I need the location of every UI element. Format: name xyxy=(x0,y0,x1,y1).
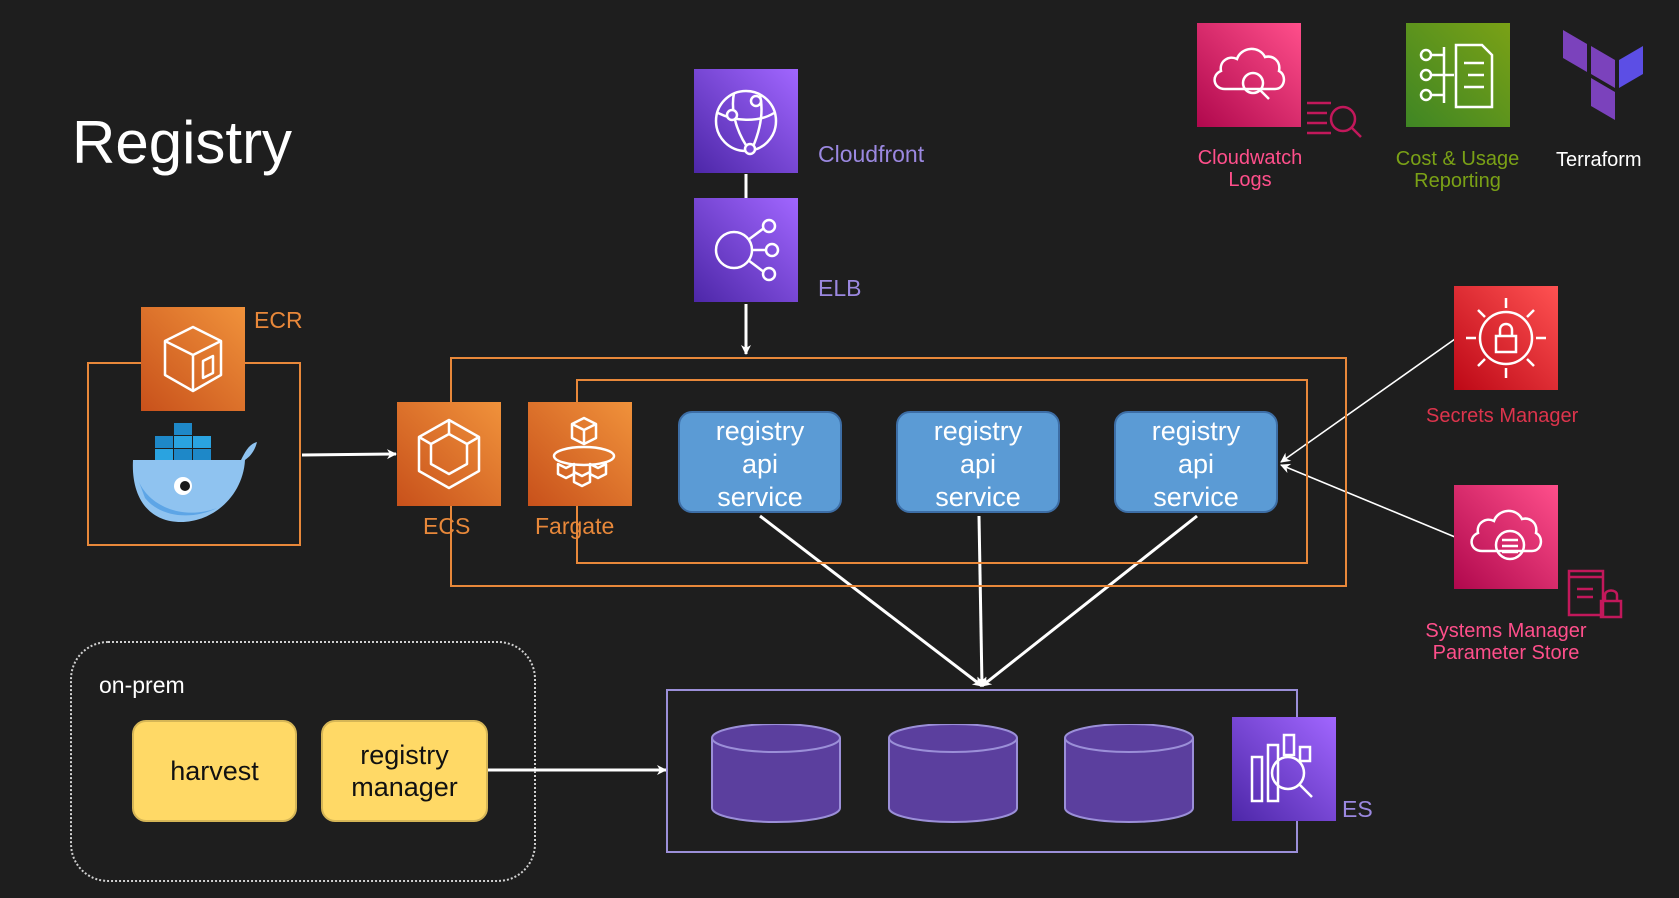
service-label-line3: service xyxy=(717,482,803,512)
cloudwatch-label-line1: Cloudwatch xyxy=(1197,147,1303,169)
ssm-service3-arrow xyxy=(1280,463,1456,538)
cloudwatch-label-line2: Logs xyxy=(1228,169,1272,192)
secrets-service3-arrow xyxy=(1280,338,1456,463)
onprem-boundary xyxy=(70,641,536,882)
elb-icon xyxy=(694,198,798,302)
ssm-label-line2: Parameter Store xyxy=(1432,642,1580,665)
ecs-icon xyxy=(397,402,501,506)
service-label-line2: api xyxy=(741,449,779,479)
service2-es-arrow xyxy=(976,515,987,687)
ssm-parameter-store-icon xyxy=(1454,485,1558,589)
elb-label: ELB xyxy=(818,275,862,301)
cost-label-line1: Cost & Usage xyxy=(1395,148,1520,170)
ecs-label: ECS xyxy=(423,513,471,539)
es-node-2 xyxy=(888,724,1018,823)
ecr-ecs-arrow xyxy=(301,449,397,460)
ssm-label-line1: Systems Manager xyxy=(1425,620,1587,642)
registry-manager-box[interactable]: registry manager xyxy=(321,720,488,822)
page-title: Registry xyxy=(72,109,293,176)
registry-api-service-1[interactable]: registry api service xyxy=(678,411,842,513)
cloudwatch-label: Cloudwatch Logs xyxy=(1190,147,1310,192)
docker-whale-icon xyxy=(125,422,263,526)
service-label-line3: service xyxy=(1153,482,1239,512)
service-label-line1: registry xyxy=(1151,416,1241,446)
service-label-line1: registry xyxy=(715,416,805,446)
service-label-line2: api xyxy=(959,449,997,479)
service-label-line3: service xyxy=(935,482,1021,512)
cloudwatch-logs-search-icon xyxy=(1305,95,1367,145)
secrets-manager-icon xyxy=(1454,286,1558,390)
harvest-label: harvest xyxy=(170,756,259,786)
ecr-icon xyxy=(141,307,245,411)
registry-api-service-2[interactable]: registry api service xyxy=(896,411,1060,513)
fargate-label: Fargate xyxy=(535,513,615,539)
service3-es-arrow xyxy=(981,514,1198,688)
cloudfront-icon xyxy=(694,69,798,173)
cloudfront-label: Cloudfront xyxy=(818,141,925,167)
es-node-1 xyxy=(711,724,841,823)
secrets-manager-label: Secrets Manager xyxy=(1426,405,1579,427)
es-label: ES xyxy=(1342,796,1373,822)
onprem-label: on-prem xyxy=(99,672,185,698)
es-node-3 xyxy=(1064,724,1194,823)
parameter-store-lock-icon xyxy=(1565,563,1625,621)
terraform-label: Terraform xyxy=(1556,149,1642,171)
service1-es-arrow xyxy=(759,514,983,688)
registry-manager-label-line1: registry xyxy=(360,740,449,770)
cloudwatch-logs-icon xyxy=(1197,23,1301,127)
ssm-label: Systems Manager Parameter Store xyxy=(1400,620,1612,665)
elasticsearch-icon xyxy=(1232,717,1336,821)
cost-usage-report-icon xyxy=(1406,23,1510,127)
es-nodes xyxy=(711,724,1194,823)
cost-label-line2: Reporting xyxy=(1414,170,1501,193)
registry-api-service-3[interactable]: registry api service xyxy=(1114,411,1278,513)
cost-usage-label: Cost & Usage Reporting xyxy=(1380,148,1535,193)
fargate-icon xyxy=(528,402,632,506)
terraform-logo-icon xyxy=(1563,30,1643,120)
registry-manager-label-line2: manager xyxy=(351,772,458,802)
harvest-box[interactable]: harvest xyxy=(132,720,297,822)
service-label-line2: api xyxy=(1177,449,1215,479)
service-label-line1: registry xyxy=(933,416,1023,446)
ecr-label: ECR xyxy=(254,307,303,333)
